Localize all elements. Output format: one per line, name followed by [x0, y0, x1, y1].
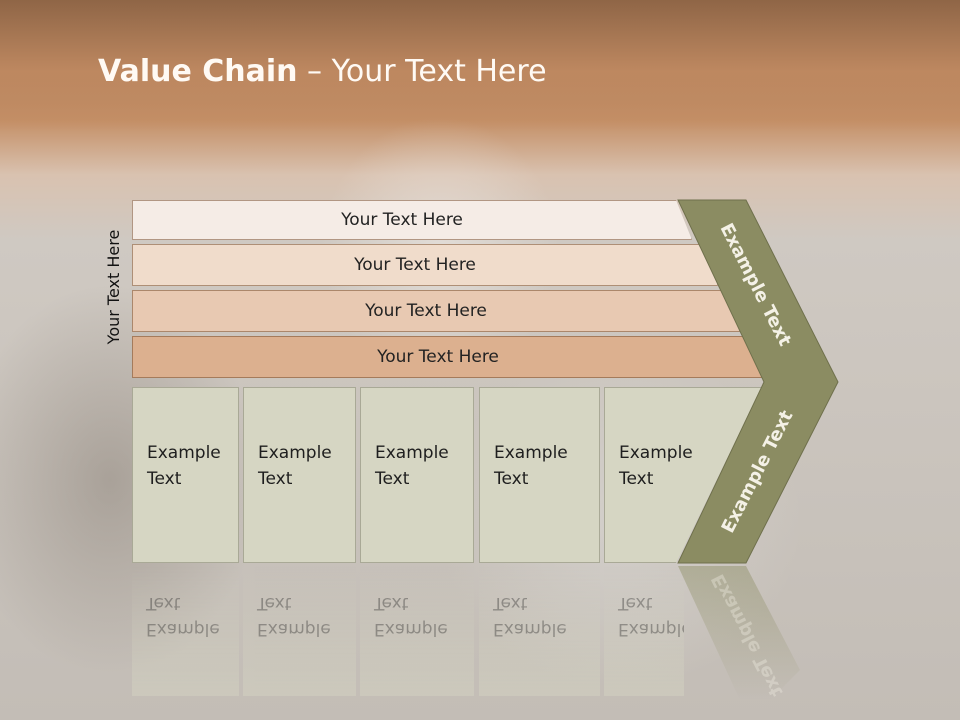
box-line-2: Text: [494, 469, 529, 489]
box-line-1: Example: [258, 443, 332, 463]
support-bar-2: Your Text Here: [132, 244, 718, 286]
support-bar-label: Your Text Here: [365, 301, 487, 321]
primary-activity-box-1: Example Text: [132, 387, 239, 563]
box-line-2: Text: [147, 469, 182, 489]
primary-activity-box-2: Example Text: [243, 387, 356, 563]
support-bar-label: Your Text Here: [341, 210, 463, 230]
box-line-2: Text: [258, 469, 293, 489]
support-bar-1: Your Text Here: [132, 200, 692, 240]
title-band: [0, 0, 960, 130]
box-line-1: Example: [375, 443, 449, 463]
title-bold: Value Chain: [98, 54, 298, 89]
support-bar-3: Your Text Here: [132, 290, 740, 332]
box-line-1: Example: [147, 443, 221, 463]
title-rest: – Your Text Here: [297, 54, 547, 89]
chevron-reflection: [678, 566, 800, 700]
box-line-2: Text: [619, 469, 654, 489]
box-line-2: Text: [375, 469, 410, 489]
primary-activity-box-4: Example Text: [479, 387, 600, 563]
support-bar-4: Your Text Here: [132, 336, 764, 378]
primary-activity-box-3: Example Text: [360, 387, 474, 563]
chevron-shape: [677, 199, 839, 564]
box-line-1: Example: [619, 443, 693, 463]
slide-title: Value Chain – Your Text Here: [98, 54, 547, 89]
box-line-1: Example: [494, 443, 568, 463]
support-bar-label: Your Text Here: [377, 347, 499, 367]
support-bar-label: Your Text Here: [354, 255, 476, 275]
